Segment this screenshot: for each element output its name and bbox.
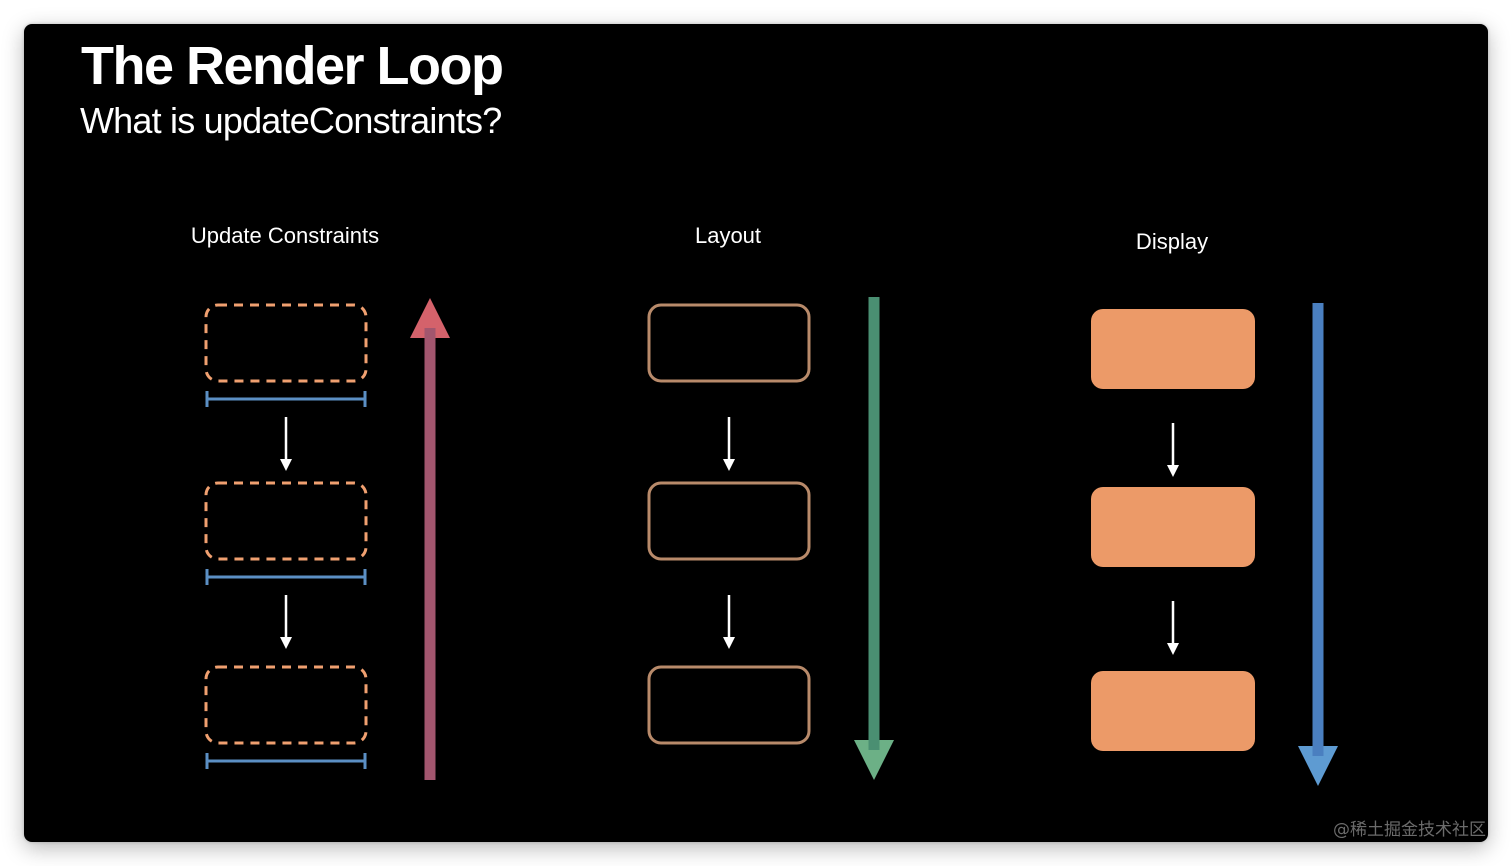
column-label-display: Display	[1135, 229, 1209, 254]
constraint-bar	[205, 753, 367, 769]
down-arrow-icon	[723, 417, 735, 471]
down-arrow-head	[280, 459, 292, 471]
flow-arrow-head	[410, 298, 450, 338]
dashed-view-box	[204, 303, 368, 383]
flow-arrow-shaft	[1312, 303, 1324, 756]
dashed-view-box	[204, 481, 368, 561]
down-arrow-head	[1167, 643, 1179, 655]
down-arrow-head	[280, 637, 292, 649]
layout-flow-arrow-down-icon	[854, 297, 894, 780]
render-loop-diagram	[204, 297, 1338, 786]
filled-view-box	[1091, 487, 1255, 567]
outlined-view-box	[647, 665, 811, 745]
flow-arrow-shaft	[424, 328, 436, 780]
filled-view-box	[1091, 309, 1255, 389]
down-arrow-head	[1167, 465, 1179, 477]
flow-arrow-shaft	[868, 297, 880, 750]
down-arrow-icon	[280, 595, 292, 649]
outlined-view-box	[647, 303, 811, 383]
down-arrow-head	[723, 637, 735, 649]
constraint-bar	[205, 391, 367, 407]
display-flow-arrow-down-icon	[1298, 303, 1338, 786]
down-arrow-head	[723, 459, 735, 471]
layout-column	[647, 297, 894, 780]
update-constraints-flow-arrow-up-icon	[410, 298, 450, 780]
outlined-view-box	[647, 481, 811, 561]
down-arrow-icon	[1167, 423, 1179, 477]
slide-subtitle: What is updateConstraints?	[80, 100, 502, 141]
slide: The Render Loop What is updateConstraint…	[24, 24, 1488, 842]
dashed-view-box	[204, 665, 368, 745]
down-arrow-icon	[723, 595, 735, 649]
flow-arrow-head	[854, 740, 894, 780]
watermark: @稀土掘金技术社区	[1333, 820, 1486, 840]
slide-title: The Render Loop	[81, 36, 504, 96]
filled-view-box	[1091, 671, 1255, 751]
column-label-layout: Layout	[694, 223, 762, 248]
column-label-update-constraints: Update Constraints	[190, 223, 380, 248]
update-constraints-column	[204, 298, 450, 780]
down-arrow-icon	[280, 417, 292, 471]
down-arrow-icon	[1167, 601, 1179, 655]
flow-arrow-head	[1298, 746, 1338, 786]
display-column	[1091, 303, 1338, 786]
constraint-bar	[205, 569, 367, 585]
